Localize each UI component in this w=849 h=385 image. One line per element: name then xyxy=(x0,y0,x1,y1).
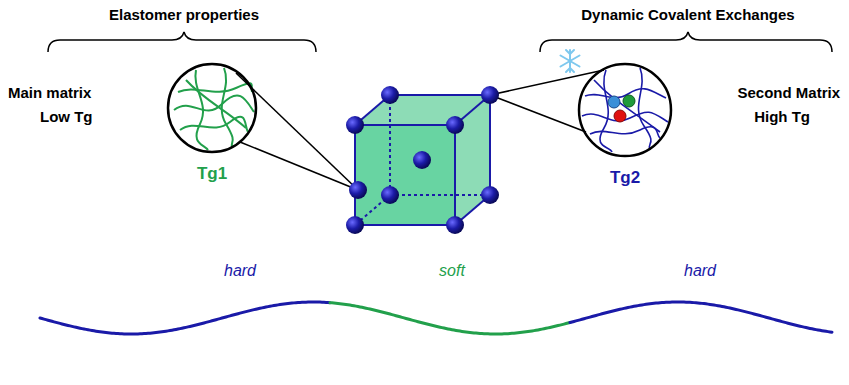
exchange-site xyxy=(614,110,626,122)
tg-label: Tg2 xyxy=(610,168,640,188)
zoom-circle: Tg1 xyxy=(166,62,258,154)
tg-label: Tg1 xyxy=(197,164,227,184)
snowflake xyxy=(561,50,580,72)
matrix-label: Main matrix xyxy=(8,84,91,101)
matrix-label: High Tg xyxy=(754,108,810,125)
chain-wave xyxy=(40,302,832,334)
section-heading: Dynamic Covalent Exchanges xyxy=(581,6,794,23)
zoom-circle: Tg2 xyxy=(577,62,673,158)
exchange-site xyxy=(608,96,620,108)
brace xyxy=(48,32,316,52)
segment-label: soft xyxy=(439,262,465,280)
cube xyxy=(346,86,499,234)
matrix-label: Low Tg xyxy=(40,108,93,125)
circle-outline xyxy=(577,62,673,158)
hard-strands xyxy=(582,68,668,152)
section-heading: Elastomer properties xyxy=(109,6,259,23)
chain-segment xyxy=(570,302,832,332)
matrix-label: Second Matrix xyxy=(737,84,840,101)
exchange-site xyxy=(623,95,635,107)
chain-segment xyxy=(40,302,330,334)
chain-segment xyxy=(330,303,570,334)
soft-strands xyxy=(174,68,254,150)
segment-label: hard xyxy=(684,262,716,280)
segment-label: hard xyxy=(224,262,256,280)
circle-outline xyxy=(166,62,258,154)
brace xyxy=(540,32,832,52)
